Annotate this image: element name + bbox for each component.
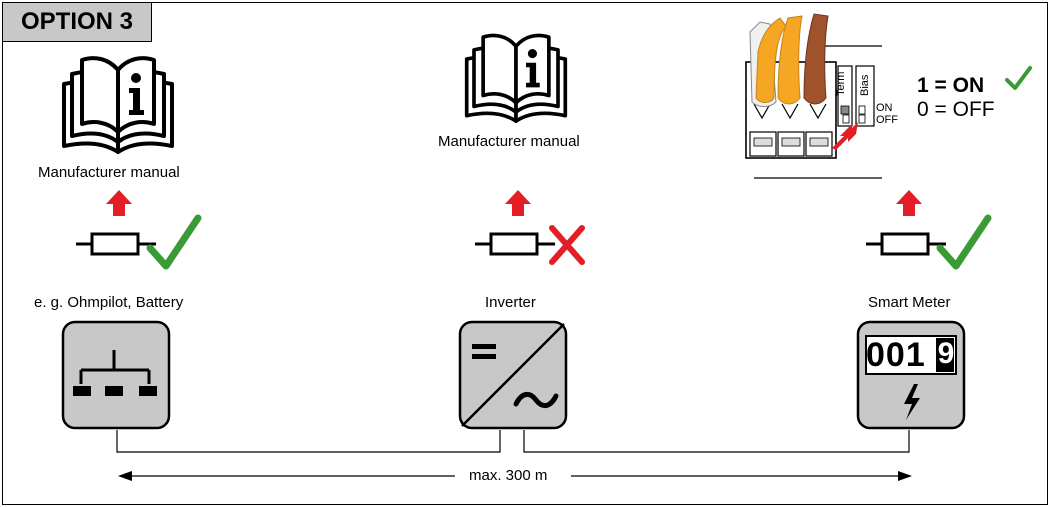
- up-arrow-icon: [505, 190, 531, 216]
- option-badge: OPTION 3: [2, 2, 152, 42]
- manufacturer-manual-label: Manufacturer manual: [38, 164, 180, 181]
- meter-digits: 001: [866, 336, 926, 374]
- smart-meter-device-icon: [856, 320, 966, 430]
- battery-device-icon: [61, 320, 171, 430]
- switch-arrow-icon: [832, 122, 860, 150]
- setting-off-label: 0 = OFF: [917, 98, 995, 121]
- inverter-device-icon: [458, 320, 568, 430]
- manufacturer-manual-label: Manufacturer manual: [438, 133, 580, 150]
- device-label-inverter: Inverter: [485, 294, 536, 311]
- resistor-icon: [76, 232, 156, 256]
- check-icon: [936, 214, 992, 270]
- resistor-icon: [866, 232, 946, 256]
- switch-on-label: ON: [876, 102, 893, 114]
- up-arrow-icon: [896, 190, 922, 216]
- up-arrow-icon: [106, 190, 132, 216]
- device-label-ohmpilot: e. g. Ohmpilot, Battery: [34, 294, 184, 311]
- meter-rolling-digit: 9: [937, 337, 955, 370]
- check-icon: [146, 214, 202, 270]
- manual-book-icon: [464, 33, 568, 123]
- device-label-smart-meter: Smart Meter: [868, 294, 951, 311]
- terminal-connector-icon: [745, 13, 882, 179]
- setting-on-label: 1 = ON: [917, 74, 985, 97]
- distance-label: max. 300 m: [469, 467, 548, 484]
- manual-book-icon: [62, 56, 174, 154]
- check-icon: [1005, 66, 1032, 90]
- switch-off-label: OFF: [876, 114, 898, 126]
- resistor-icon: [475, 232, 555, 256]
- cross-icon: [549, 225, 585, 265]
